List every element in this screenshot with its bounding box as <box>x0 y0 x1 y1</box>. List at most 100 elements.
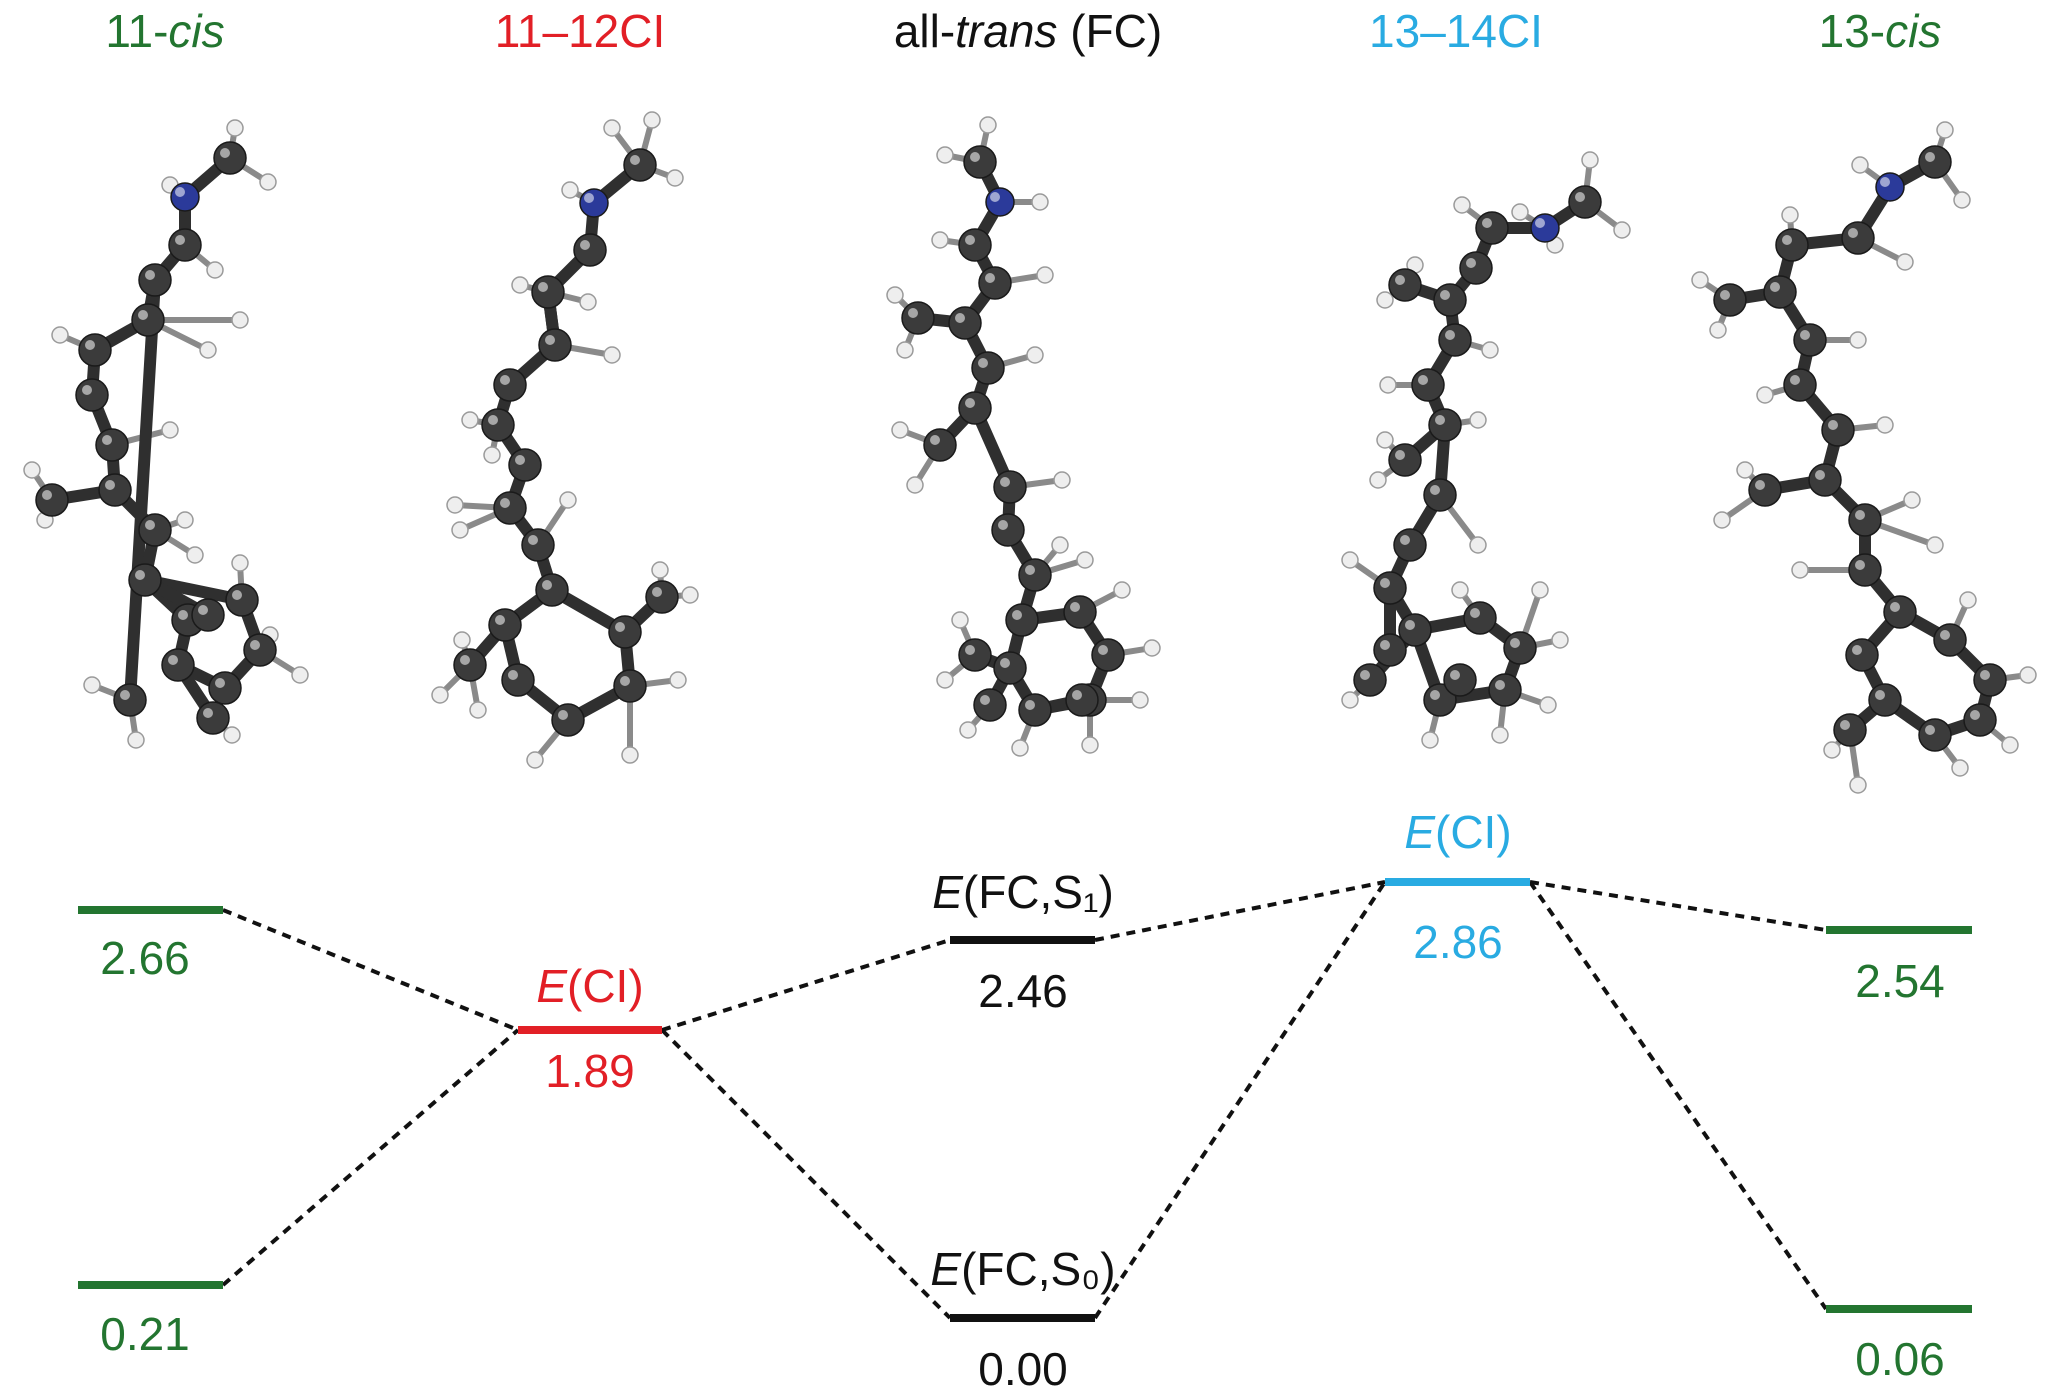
carbon-atom <box>488 608 522 642</box>
atom-highlight <box>215 678 225 688</box>
atom-highlight <box>1852 645 1862 655</box>
atom-highlight <box>1466 258 1476 268</box>
atom-highlight <box>460 655 470 665</box>
header-all-trans-fc: all-trans (FC) <box>894 5 1162 57</box>
hydrogen-atom <box>1709 321 1727 339</box>
hydrogen-atom <box>186 546 204 564</box>
carbon-atom <box>138 513 172 547</box>
hydrogen-atom <box>1051 536 1069 554</box>
carbon-atom <box>1423 478 1457 512</box>
carbon-atom <box>993 651 1027 685</box>
hydrogen-atom <box>906 476 924 494</box>
carbon-atom <box>113 683 147 717</box>
hydrogen-atom <box>83 676 101 694</box>
carbon-atom <box>481 408 515 442</box>
atom-highlight <box>1395 275 1405 285</box>
atom-highlight <box>1012 610 1022 620</box>
molecule-all-trans-fc <box>886 116 1161 757</box>
atom-highlight <box>85 340 95 350</box>
atom-highlight <box>1395 450 1405 460</box>
hydrogen-atom <box>511 276 529 294</box>
carbon-atom <box>1713 283 1747 317</box>
hydrogen-atom <box>1451 581 1469 599</box>
carbon-atom <box>958 228 992 262</box>
atom-highlight <box>1940 630 1950 640</box>
atom-highlight <box>1098 645 1108 655</box>
hydrogen-atom <box>1781 206 1799 224</box>
molecule-13-cis <box>1691 121 2037 794</box>
carbon-atom <box>1005 603 1039 637</box>
label-11-12ci: E(CI) <box>536 960 643 1012</box>
carbon-atom <box>128 563 162 597</box>
atom-highlight <box>203 708 213 718</box>
atom-highlight <box>1380 640 1390 650</box>
carbon-atom <box>1933 623 1967 657</box>
carbon-atom <box>1411 368 1445 402</box>
atom-highlight <box>82 385 92 395</box>
carbon-atom <box>521 528 555 562</box>
carbon-atom <box>138 263 172 297</box>
atom-highlight <box>1072 690 1082 700</box>
hydrogen-atom <box>1551 631 1569 649</box>
carbon-atom <box>1443 663 1477 697</box>
atom-highlight <box>232 590 242 600</box>
carbon-atom <box>645 580 679 614</box>
molecule-13-14ci <box>1341 151 1631 749</box>
carbon-atom <box>196 701 230 735</box>
hydrogen-atom <box>469 701 487 719</box>
connector <box>1529 880 1827 932</box>
carbon-atom <box>948 306 982 340</box>
carbon-atom <box>1821 413 1855 447</box>
atom-highlight <box>105 480 115 490</box>
value-13-14ci: 2.86 <box>1413 916 1503 968</box>
hydrogen-atom <box>1081 736 1099 754</box>
carbon-atom <box>1065 683 1099 717</box>
carbon-atom <box>1841 221 1875 255</box>
hydrogen-atom <box>1143 639 1161 657</box>
hydrogen-atom <box>1823 741 1841 759</box>
carbon-atom <box>1868 683 1902 717</box>
nitrogen-atom <box>1875 172 1905 202</box>
atom-highlight <box>500 498 510 508</box>
hydrogen-atom <box>1959 591 1977 609</box>
hydrogen-atom <box>446 496 464 514</box>
value-11-cis-s1: 2.66 <box>100 932 190 984</box>
hydrogen-atom <box>1341 691 1359 709</box>
value-13-cis-s0: 0.06 <box>1855 1333 1945 1385</box>
atom-highlight <box>1815 470 1825 480</box>
hydrogen-atom <box>1453 196 1471 214</box>
hydrogen-atom <box>1369 471 1387 489</box>
carbon-atom <box>623 148 657 182</box>
atom-highlight <box>528 535 538 545</box>
carbon-atom <box>95 428 129 462</box>
hydrogen-atom <box>561 181 579 199</box>
connector <box>660 1028 952 1320</box>
atom-highlight <box>580 240 590 250</box>
carbon-atom <box>1475 211 1509 245</box>
label-fc-s0: E(FC,S₀) <box>930 1243 1115 1295</box>
hydrogen-atom <box>226 119 244 137</box>
atom-highlight <box>42 490 52 500</box>
carbon-atom <box>1459 251 1493 285</box>
atom-highlight <box>1755 480 1765 490</box>
atom-highlight <box>965 645 975 655</box>
carbon-atom <box>1488 673 1522 707</box>
atom-highlight <box>1418 375 1428 385</box>
connector <box>661 938 951 1032</box>
carbon-atom <box>1373 633 1407 667</box>
hydrogen-atom <box>483 446 501 464</box>
atom-highlight <box>1435 415 1445 425</box>
hydrogen-atom <box>959 721 977 739</box>
hydrogen-atom <box>451 521 469 539</box>
connector <box>222 908 519 1032</box>
hydrogen-atom <box>231 554 249 572</box>
carbon-atom <box>1963 703 1997 737</box>
hydrogen-atom <box>1511 203 1529 221</box>
hydrogen-atom <box>1736 461 1754 479</box>
carbon-atom <box>1775 228 1809 262</box>
nitrogen-atom <box>1530 213 1560 243</box>
hydrogen-atom <box>1903 491 1921 509</box>
carbon-atom <box>1783 368 1817 402</box>
hydrogen-atom <box>931 231 949 249</box>
